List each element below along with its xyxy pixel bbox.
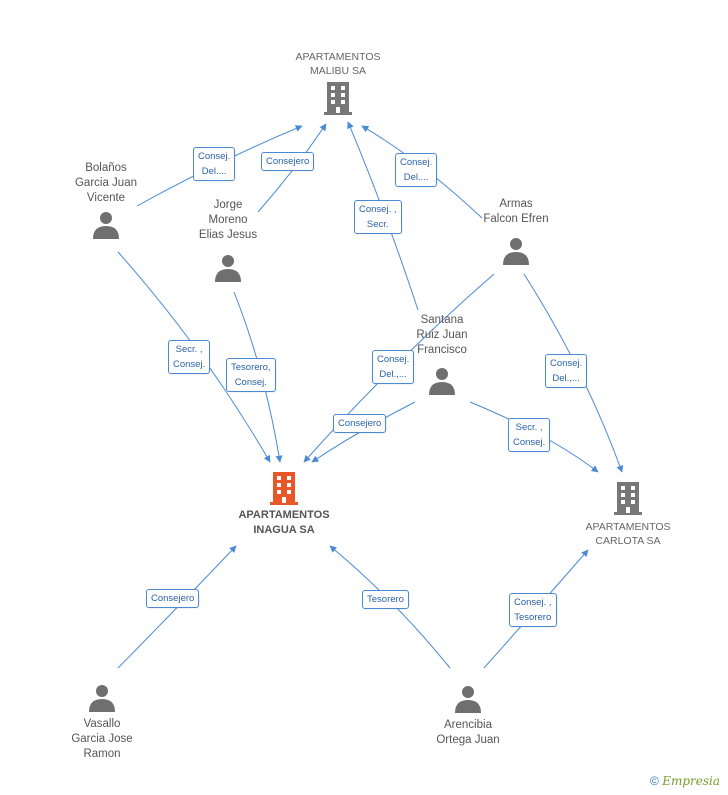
person-vasallo-line2: Garcia Jose <box>71 733 133 745</box>
edge-label-text: Consej. <box>513 437 546 448</box>
copyright-icon: © <box>650 774 659 788</box>
person-arencibia-line1: Arencibia <box>444 719 492 731</box>
edge-label-santana-malibu[interactable]: Consej. , Secr. <box>354 200 402 234</box>
person-armas-line2: Falcon Efren <box>483 213 549 225</box>
edge-label-text: Secr. , <box>175 344 203 355</box>
person-icon <box>89 685 115 712</box>
edge-label-arencibia-carlota[interactable]: Consej. , Tesorero <box>509 593 557 627</box>
person-armas-line1: Armas <box>499 198 533 210</box>
edge-label-vasallo-inagua[interactable]: Consejero <box>146 589 200 608</box>
building-icon <box>614 482 642 515</box>
footer-brand[interactable]: © Empresia <box>650 774 720 788</box>
edge-label-bolanos-inagua[interactable]: Secr. , Consej. <box>168 340 211 374</box>
edge-label-text: Consejero <box>338 418 382 429</box>
person-vasallo-line3: Ramon <box>83 748 121 760</box>
person-jorge-line2: Moreno <box>208 214 248 226</box>
edge-label-text: Del.,... <box>552 373 580 384</box>
person-icon <box>455 686 481 713</box>
edge-label-text: Secr. <box>366 219 389 230</box>
person-santana-line2: Ruiz Juan <box>416 329 468 341</box>
person-santana-line1: Santana <box>420 314 464 326</box>
edge-label-text: Consej. <box>550 358 583 369</box>
brand-name: Empresia <box>662 774 720 788</box>
edge-label-text: Consej. <box>377 354 410 365</box>
company-malibu-line2: MALIBU SA <box>309 65 367 77</box>
edge-label-text: Consejero <box>266 156 310 167</box>
company-inagua[interactable]: APARTAMENTOS INAGUA SA <box>224 470 344 538</box>
person-bolanos[interactable]: Bolaños Garcia Juan Vicente <box>54 161 158 240</box>
company-inagua-line1: APARTAMENTOS <box>238 509 330 521</box>
person-vasallo-line1: Vasallo <box>83 718 121 730</box>
person-arencibia[interactable]: Arencibia Ortega Juan <box>416 684 520 748</box>
person-icon <box>429 368 455 395</box>
edge-label-text: Consej. <box>400 157 433 168</box>
edge-label-text: Consej. , <box>359 204 397 215</box>
person-icon <box>93 212 119 239</box>
edge-label-text: Del.,... <box>379 369 407 380</box>
person-bolanos-line3: Vicente <box>86 192 126 204</box>
edge-label-text: Consejero <box>151 593 195 604</box>
edge-label-text: Consej. , <box>514 597 552 608</box>
person-bolanos-line1: Bolaños <box>85 162 127 174</box>
person-arencibia-line2: Ortega Juan <box>436 734 500 746</box>
edge-label-jorge-inagua[interactable]: Tesorero, Consej. <box>226 358 276 392</box>
person-vasallo[interactable]: Vasallo Garcia Jose Ramon <box>50 683 154 762</box>
person-santana[interactable]: Santana Ruiz Juan Francisco <box>390 313 494 396</box>
person-jorge-line3: Elias Jesus <box>198 229 258 241</box>
edge-label-text: Del.... <box>201 166 227 177</box>
company-malibu-line1: APARTAMENTOS <box>295 51 381 63</box>
edge-label-arencibia-inagua[interactable]: Tesorero <box>362 590 409 609</box>
edge-label-armas-carlota[interactable]: Consej. Del.,... <box>545 354 588 388</box>
edge-label-text: Tesorero <box>514 612 552 623</box>
person-jorge[interactable]: Jorge Moreno Elias Jesus <box>176 198 280 283</box>
edge-label-santana-carlota[interactable]: Secr. , Consej. <box>508 418 551 452</box>
edge-label-bolanos-malibu[interactable]: Consej. Del.... <box>193 147 236 181</box>
person-santana-line3: Francisco <box>417 344 467 356</box>
edge-label-armas-inagua[interactable]: Consej. Del.,... <box>372 350 415 384</box>
person-armas[interactable]: Armas Falcon Efren <box>464 197 568 266</box>
building-icon <box>270 472 298 505</box>
edge-label-santana-inagua[interactable]: Consejero <box>333 414 387 433</box>
person-icon <box>215 255 241 282</box>
edge-label-text: Consej. <box>234 377 267 388</box>
edge-label-text: Consej. <box>198 151 231 162</box>
building-icon <box>324 82 352 115</box>
company-inagua-line2: INAGUA SA <box>253 524 315 536</box>
company-carlota-line2: CARLOTA SA <box>595 535 661 547</box>
company-carlota[interactable]: APARTAMENTOS CARLOTA SA <box>568 480 688 548</box>
company-carlota-line1: APARTAMENTOS <box>585 521 671 533</box>
person-icon <box>503 238 529 265</box>
edge-label-text: Tesorero, <box>231 362 271 373</box>
edge-label-text: Secr. , <box>515 422 543 433</box>
edge-label-armas-malibu[interactable]: Consej. Del.... <box>395 153 438 187</box>
edge-label-jorge-malibu[interactable]: Consejero <box>261 152 315 171</box>
edge-label-text: Del.... <box>403 172 429 183</box>
company-malibu[interactable]: APARTAMENTOS MALIBU SA <box>278 50 398 116</box>
person-bolanos-line2: Garcia Juan <box>74 177 137 189</box>
person-jorge-line1: Jorge <box>213 199 243 211</box>
edge-label-text: Tesorero <box>367 594 404 605</box>
edge-label-text: Consej. <box>173 359 206 370</box>
